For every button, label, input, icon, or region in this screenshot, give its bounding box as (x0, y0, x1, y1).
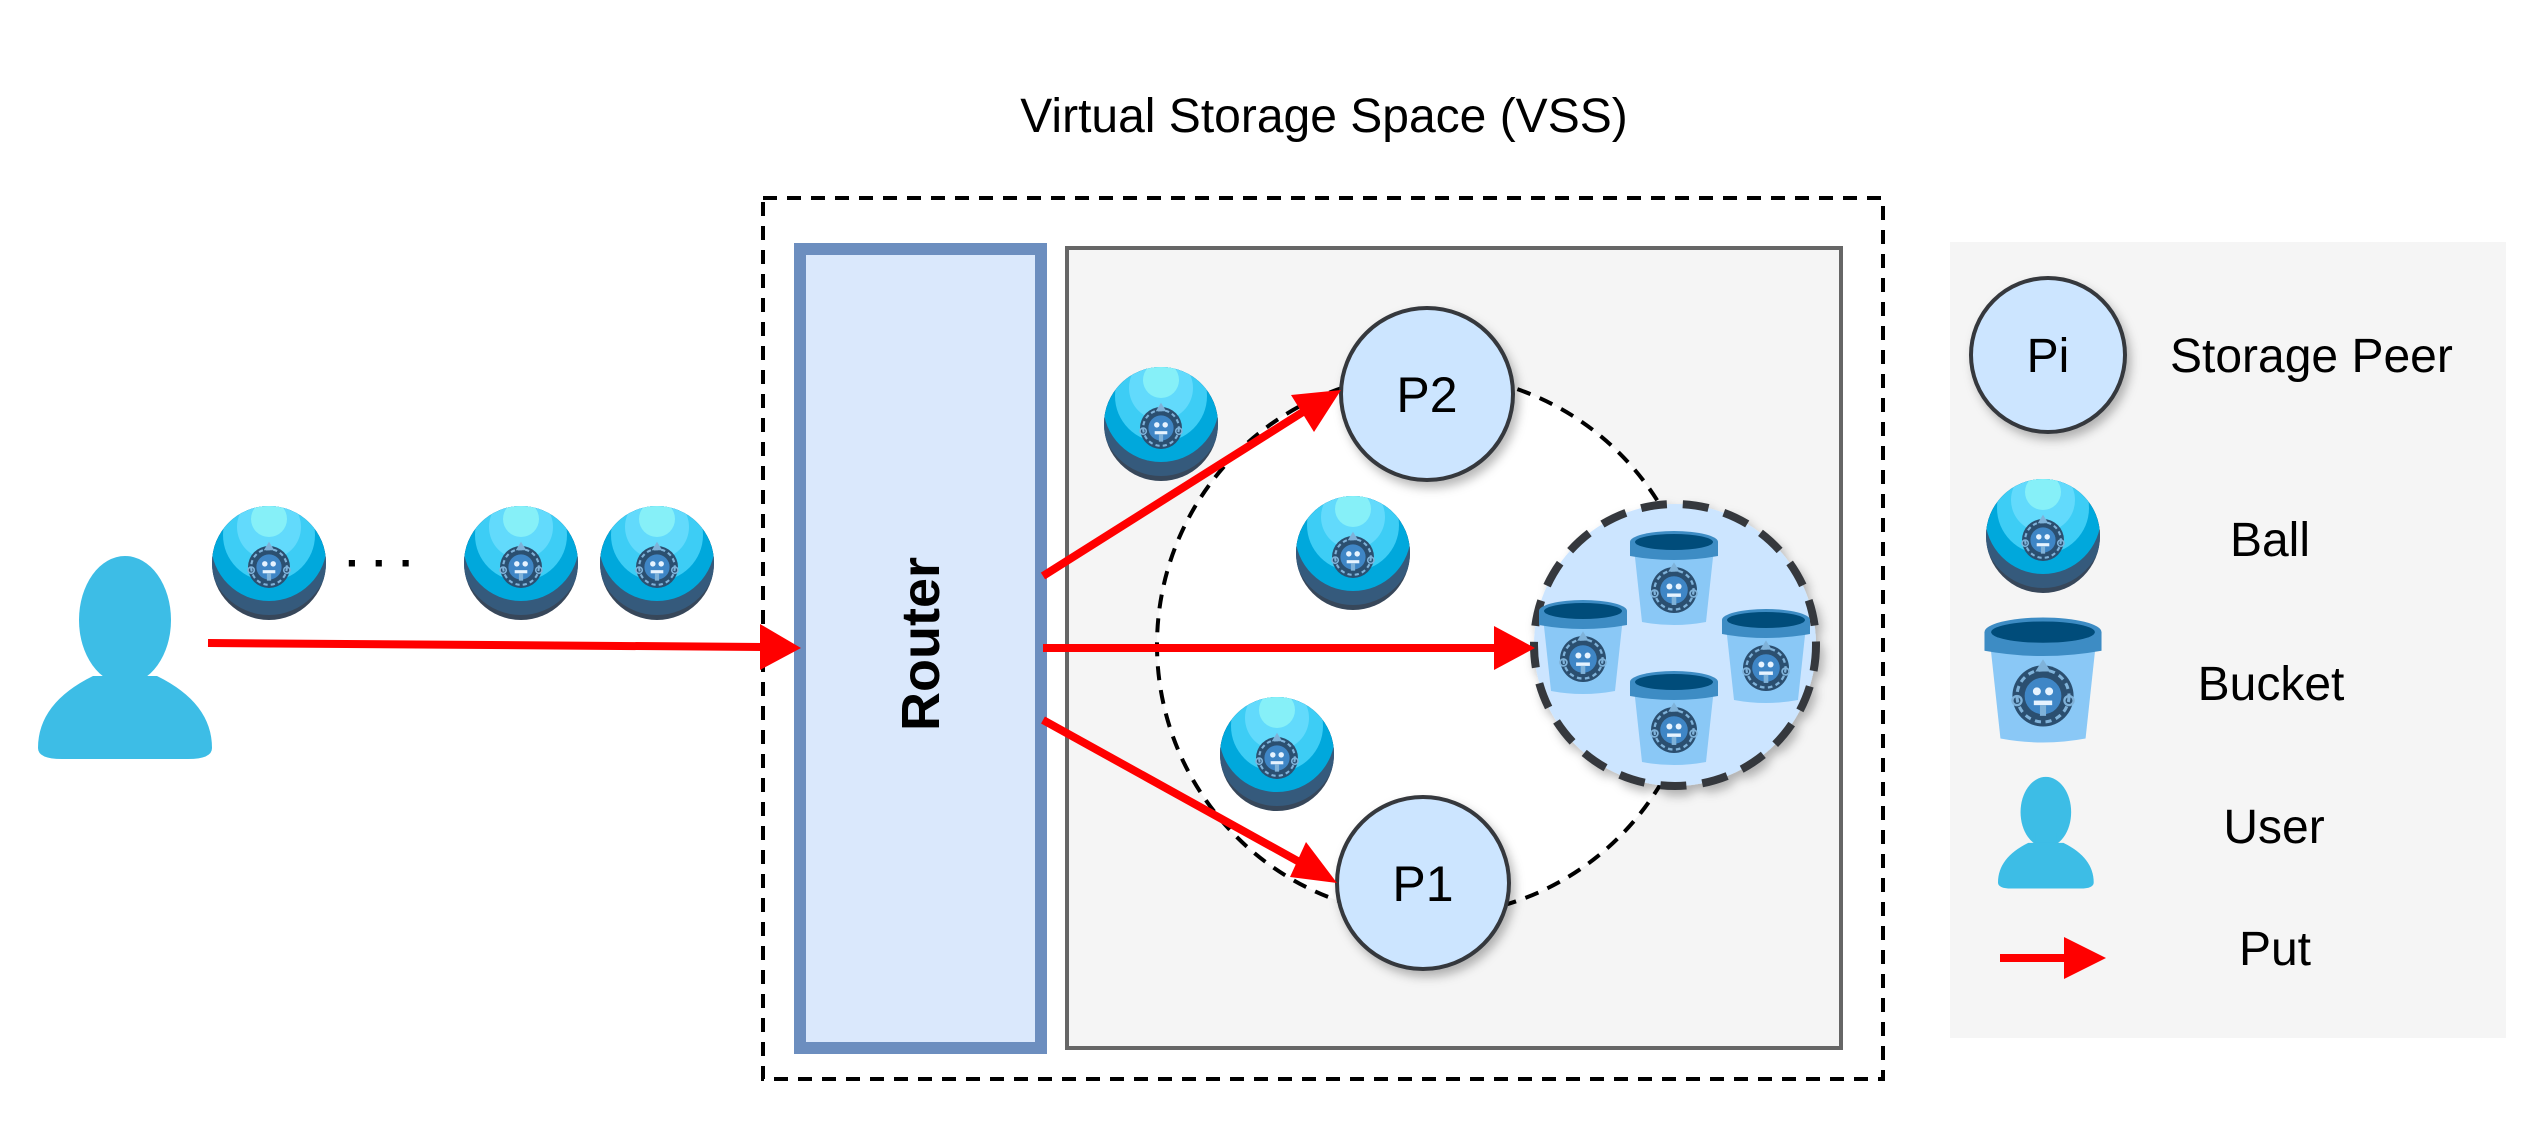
bucket-icon (1630, 531, 1718, 625)
peer-label: P2 (1396, 367, 1457, 423)
arrowhead-icon (1494, 626, 1535, 670)
legend-icon-label: Pi (2027, 330, 2070, 383)
arrowhead-icon (2064, 937, 2106, 979)
legend-item-storage-peer: Pi Storage Peer (1969, 276, 2453, 434)
legend-label: Storage Peer (2170, 330, 2453, 383)
legend: Pi Storage Peer Ball Bucket User Put (1950, 242, 2506, 1038)
legend-item-put: Put (2000, 923, 2311, 979)
legend-item-bucket: Bucket (1984, 617, 2344, 742)
router-box (794, 243, 1047, 1054)
storage-peer-p2[interactable]: P2 (1339, 306, 1515, 482)
peer-circle (1339, 306, 1515, 482)
bucket-icon (1984, 617, 2101, 742)
router[interactable]: Router (794, 243, 1047, 1054)
storage-peer-icon (1969, 276, 2127, 434)
user-icon (38, 556, 212, 759)
ball-icon (597, 485, 717, 623)
ball-icon (209, 485, 329, 623)
router-label: Router (891, 557, 951, 731)
legend-label: Put (2239, 923, 2311, 976)
peer-label: P1 (1392, 856, 1453, 912)
arrowhead-icon (1291, 390, 1341, 432)
ball-icon (461, 485, 581, 623)
bucket-icon (1539, 600, 1627, 694)
put-arrow-router-to-p1 (1041, 716, 1337, 883)
bucket-icon (1630, 671, 1718, 765)
put-arrow-router-to-p2 (1040, 390, 1341, 580)
legend-item-ball: Ball (1983, 458, 2310, 596)
legend-label: Ball (2230, 514, 2310, 567)
legend-label: User (2223, 801, 2324, 854)
storage-peer-p1[interactable]: P1 (1335, 795, 1511, 971)
ellipsis: · · · (346, 539, 414, 588)
bucket-group-circle (1530, 500, 1820, 790)
legend-label: Bucket (2198, 658, 2345, 711)
arrowhead-icon (1290, 842, 1337, 883)
diagram-title: Virtual Storage Space (VSS) (1020, 90, 1627, 143)
put-arrow-router-to-buckets (1043, 626, 1535, 670)
bucket-group (1530, 500, 1820, 790)
legend-item-user: User (1998, 776, 2325, 889)
arrowhead-icon (760, 624, 801, 670)
put-arrow-user-to-router (207, 624, 801, 670)
bucket-icon (1722, 609, 1810, 703)
